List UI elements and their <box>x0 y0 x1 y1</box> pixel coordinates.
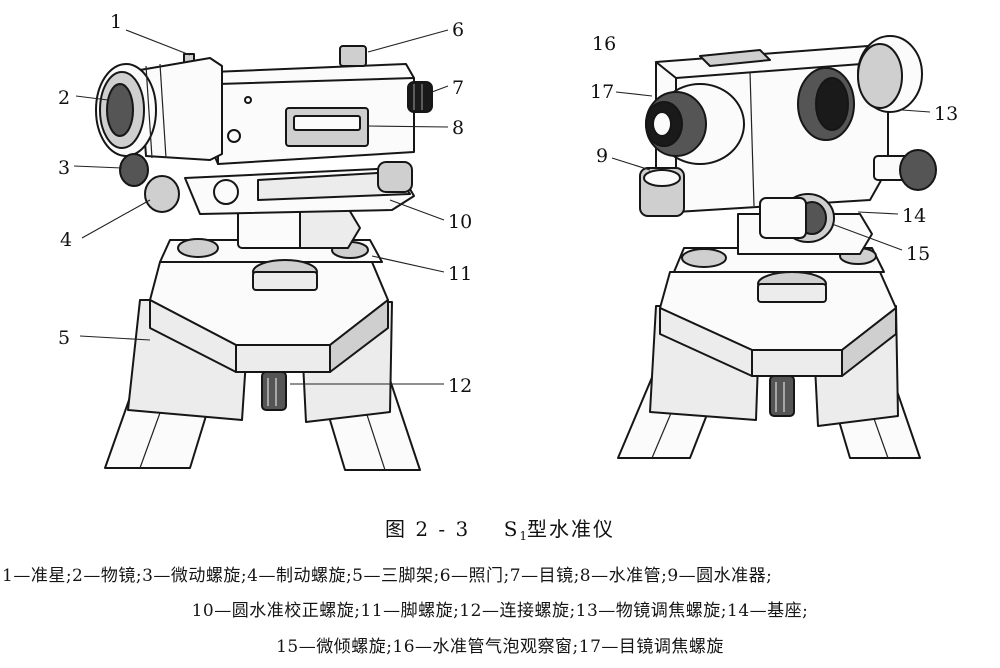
right-tripod <box>617 271 921 459</box>
callout-labels: 1 2 3 4 5 6 7 8 9 10 11 12 13 14 15 16 1… <box>58 11 958 397</box>
callout-12: 12 <box>448 375 472 397</box>
callout-11: 11 <box>448 263 472 285</box>
caption-prefix: 图 2 - 3 <box>384 517 471 541</box>
right-telescope <box>639 35 937 243</box>
callout-8: 8 <box>452 117 464 139</box>
legend-line-3: 15—微倾螺旋;16—水准管气泡观察窗;17—目镜调焦螺旋 <box>276 637 724 657</box>
right-level-view <box>611 35 937 459</box>
left-level-view <box>73 29 449 471</box>
callout-16: 16 <box>592 33 616 55</box>
callout-4: 4 <box>60 229 72 251</box>
callout-9: 9 <box>596 145 608 167</box>
callout-13: 13 <box>934 103 958 125</box>
callout-3: 3 <box>58 157 70 179</box>
caption-model-subscript: 1 <box>519 529 528 543</box>
callout-2: 2 <box>58 87 70 109</box>
callout-10: 10 <box>448 211 472 233</box>
figure-caption: 图 2 - 3 S1型水准仪 <box>0 513 1000 543</box>
right-leaders <box>611 91 931 251</box>
callout-7: 7 <box>452 77 464 99</box>
left-telescope <box>95 45 433 215</box>
callout-15: 15 <box>906 243 930 265</box>
left-tripod <box>104 261 421 471</box>
caption-title: 型水准仪 <box>527 517 616 541</box>
level-instrument-illustration: 1 2 3 4 5 6 7 8 9 10 11 12 13 14 15 16 1… <box>58 11 958 471</box>
callout-17: 17 <box>590 81 614 103</box>
left-tribrach <box>159 207 383 291</box>
left-leaders <box>73 29 449 385</box>
callout-14: 14 <box>902 205 926 227</box>
callout-1: 1 <box>110 11 122 33</box>
caption-model: S <box>503 517 520 541</box>
legend-line-1: 1—准星;2—物镜;3—微动螺旋;4—制动螺旋;5—三脚架;6—照门;7—目镜;… <box>2 566 773 586</box>
callout-5: 5 <box>58 327 70 349</box>
legend-line-2: 10—圆水准校正螺旋;11—脚螺旋;12—连接螺旋;13—物镜调焦螺旋;14—基… <box>191 601 809 621</box>
callout-6: 6 <box>452 19 464 41</box>
